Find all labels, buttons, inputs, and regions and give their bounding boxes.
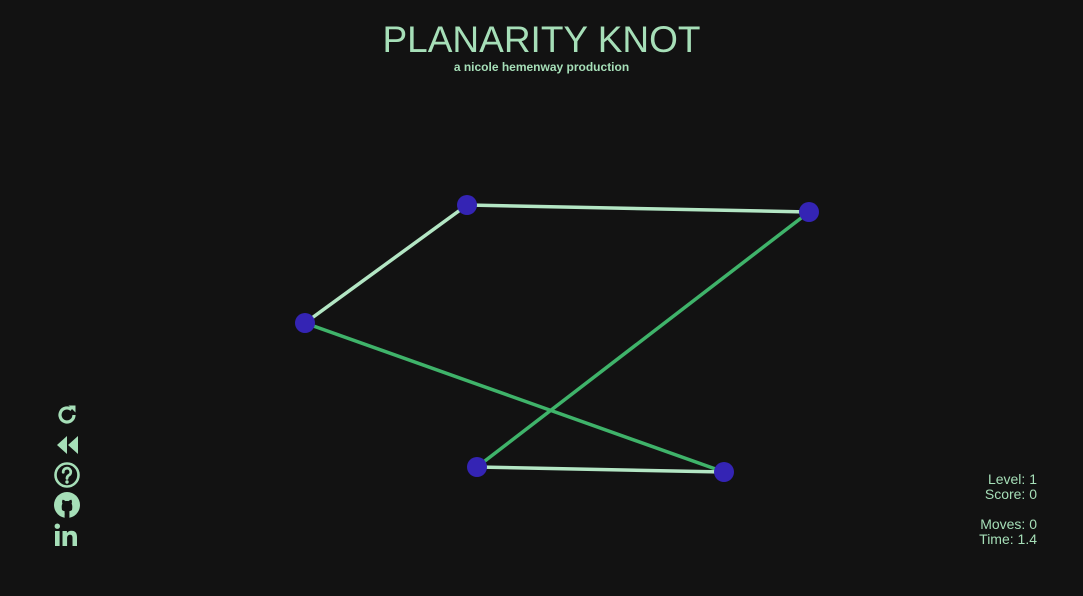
- graph-edge-C-E: [304, 321, 725, 474]
- node-layer: [295, 195, 819, 482]
- graph-node-A[interactable]: [457, 195, 477, 215]
- moves-readout: Moves: 0: [980, 516, 1037, 532]
- stats-panel: Level: 1 Score: 0 Moves: 0 Time: 1.4: [979, 472, 1037, 547]
- rewind-icon[interactable]: [52, 430, 82, 460]
- edge-layer: [303, 203, 811, 474]
- github-icon[interactable]: [52, 490, 82, 520]
- graph-node-E[interactable]: [714, 462, 734, 482]
- time-readout: Time: 1.4: [979, 531, 1037, 547]
- graph-edge-C-A: [303, 203, 469, 325]
- graph-node-C[interactable]: [295, 313, 315, 333]
- graph-edge-A-B: [466, 203, 810, 214]
- toolbar: [52, 400, 84, 550]
- page-subtitle: a nicole hemenway production: [453, 60, 630, 74]
- header: PLANARITY KNOT a nicole hemenway product…: [0, 19, 1083, 75]
- graph-edge-D-E: [476, 465, 725, 474]
- graph-node-D[interactable]: [467, 457, 487, 477]
- level-readout: Level: 1: [987, 471, 1037, 487]
- help-icon[interactable]: [52, 460, 82, 490]
- graph-edge-B-D: [475, 210, 811, 469]
- restart-icon[interactable]: [52, 400, 82, 430]
- page-title: PLANARITY KNOT: [382, 19, 701, 60]
- score-readout: Score: 0: [984, 486, 1037, 502]
- linkedin-icon[interactable]: [52, 520, 82, 550]
- graph-node-B[interactable]: [799, 202, 819, 222]
